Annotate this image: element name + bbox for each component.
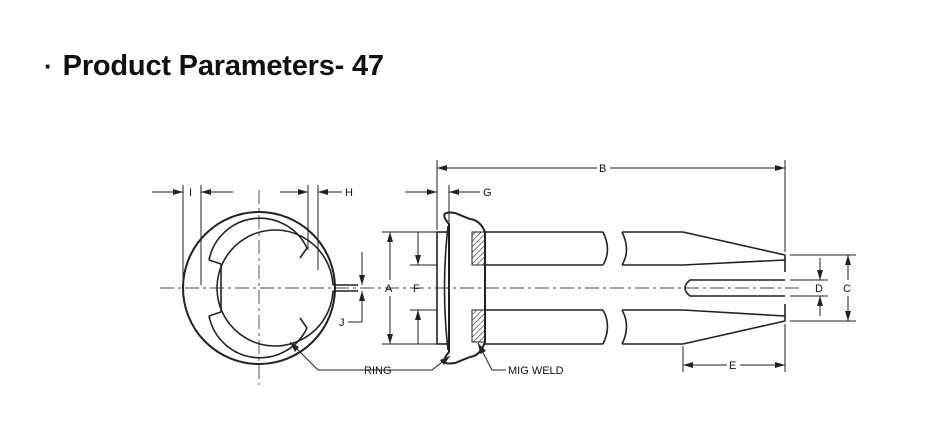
section-heading: · Product Parameters- 47 xyxy=(44,46,384,86)
dim-f-arrow-top xyxy=(415,255,421,265)
tube-edge-bottom-right xyxy=(299,317,308,329)
dim-j-arrow-bottom xyxy=(359,291,365,301)
dim-h-arrow-right xyxy=(318,189,328,195)
tip-taper-bottom xyxy=(682,320,786,345)
page-title: Product Parameters- 47 xyxy=(62,49,384,82)
tube-outline-top xyxy=(208,217,308,261)
end-view: I H J xyxy=(152,185,398,385)
heading-bullet: · xyxy=(44,50,53,81)
side-view: B G A F D xyxy=(360,160,856,377)
dim-c-arrow-bottom xyxy=(845,311,851,321)
dim-i-arrow-left xyxy=(173,189,183,195)
tube-edge-bottom-left xyxy=(208,311,222,317)
dim-a-arrow-top xyxy=(387,232,393,242)
weld-hatch-bottom xyxy=(471,309,486,343)
dim-h-arrow-left xyxy=(298,189,308,195)
dim-d-arrow-bottom xyxy=(817,296,823,306)
dim-i-arrow-right xyxy=(201,189,211,195)
ring-callout-arrow-collar xyxy=(440,356,450,365)
dim-d-arrow-top xyxy=(817,270,823,280)
dim-g-arrow-left xyxy=(427,189,437,195)
dim-label-e: E xyxy=(729,360,736,372)
tube-edge-top-left xyxy=(208,259,222,265)
pin-head xyxy=(436,231,450,345)
collar-inner-edge xyxy=(443,225,449,351)
dim-label-d: D xyxy=(815,283,823,295)
ring-inner-circle xyxy=(216,229,334,347)
tip-slot xyxy=(684,279,785,297)
dim-c-arrow-top xyxy=(845,255,851,265)
body-break-left xyxy=(602,231,609,345)
dim-label-j: J xyxy=(339,317,345,329)
mig-weld-callout-arrow xyxy=(478,343,486,354)
ring-callout-leader-collar xyxy=(398,355,451,371)
dim-label-a: A xyxy=(385,283,393,295)
callout-ring: RING xyxy=(364,365,392,377)
tube-outline-bottom xyxy=(208,315,308,359)
body-break-right xyxy=(621,231,628,345)
dim-label-f: F xyxy=(413,283,420,295)
tip-inner-bottom xyxy=(682,309,786,317)
tip-inner-top xyxy=(682,259,786,266)
dim-g-arrow-right xyxy=(449,189,459,195)
callout-mig-weld: MIG WELD xyxy=(508,365,564,377)
dim-e-arrow-right xyxy=(775,362,785,368)
dim-b-arrow-right xyxy=(775,165,785,171)
tube-edge-top-right xyxy=(299,247,308,259)
ring-outer-circle xyxy=(182,211,336,365)
dim-a-arrow-bottom xyxy=(387,334,393,344)
dim-label-i: I xyxy=(189,187,192,199)
dim-j-arrow-top xyxy=(359,275,365,285)
weld-hatch-top xyxy=(471,231,486,266)
dim-f-arrow-bottom xyxy=(415,310,421,320)
dim-label-b: B xyxy=(599,163,606,175)
dim-label-h: H xyxy=(345,187,353,199)
ring-callout-leader xyxy=(289,341,398,371)
dim-e-arrow-left xyxy=(683,362,693,368)
dim-label-c: C xyxy=(843,283,851,295)
dim-label-g: G xyxy=(483,187,492,199)
tip-taper-top xyxy=(682,231,786,256)
ring-callout-arrow xyxy=(290,342,299,352)
dim-b-arrow-left xyxy=(437,165,447,171)
